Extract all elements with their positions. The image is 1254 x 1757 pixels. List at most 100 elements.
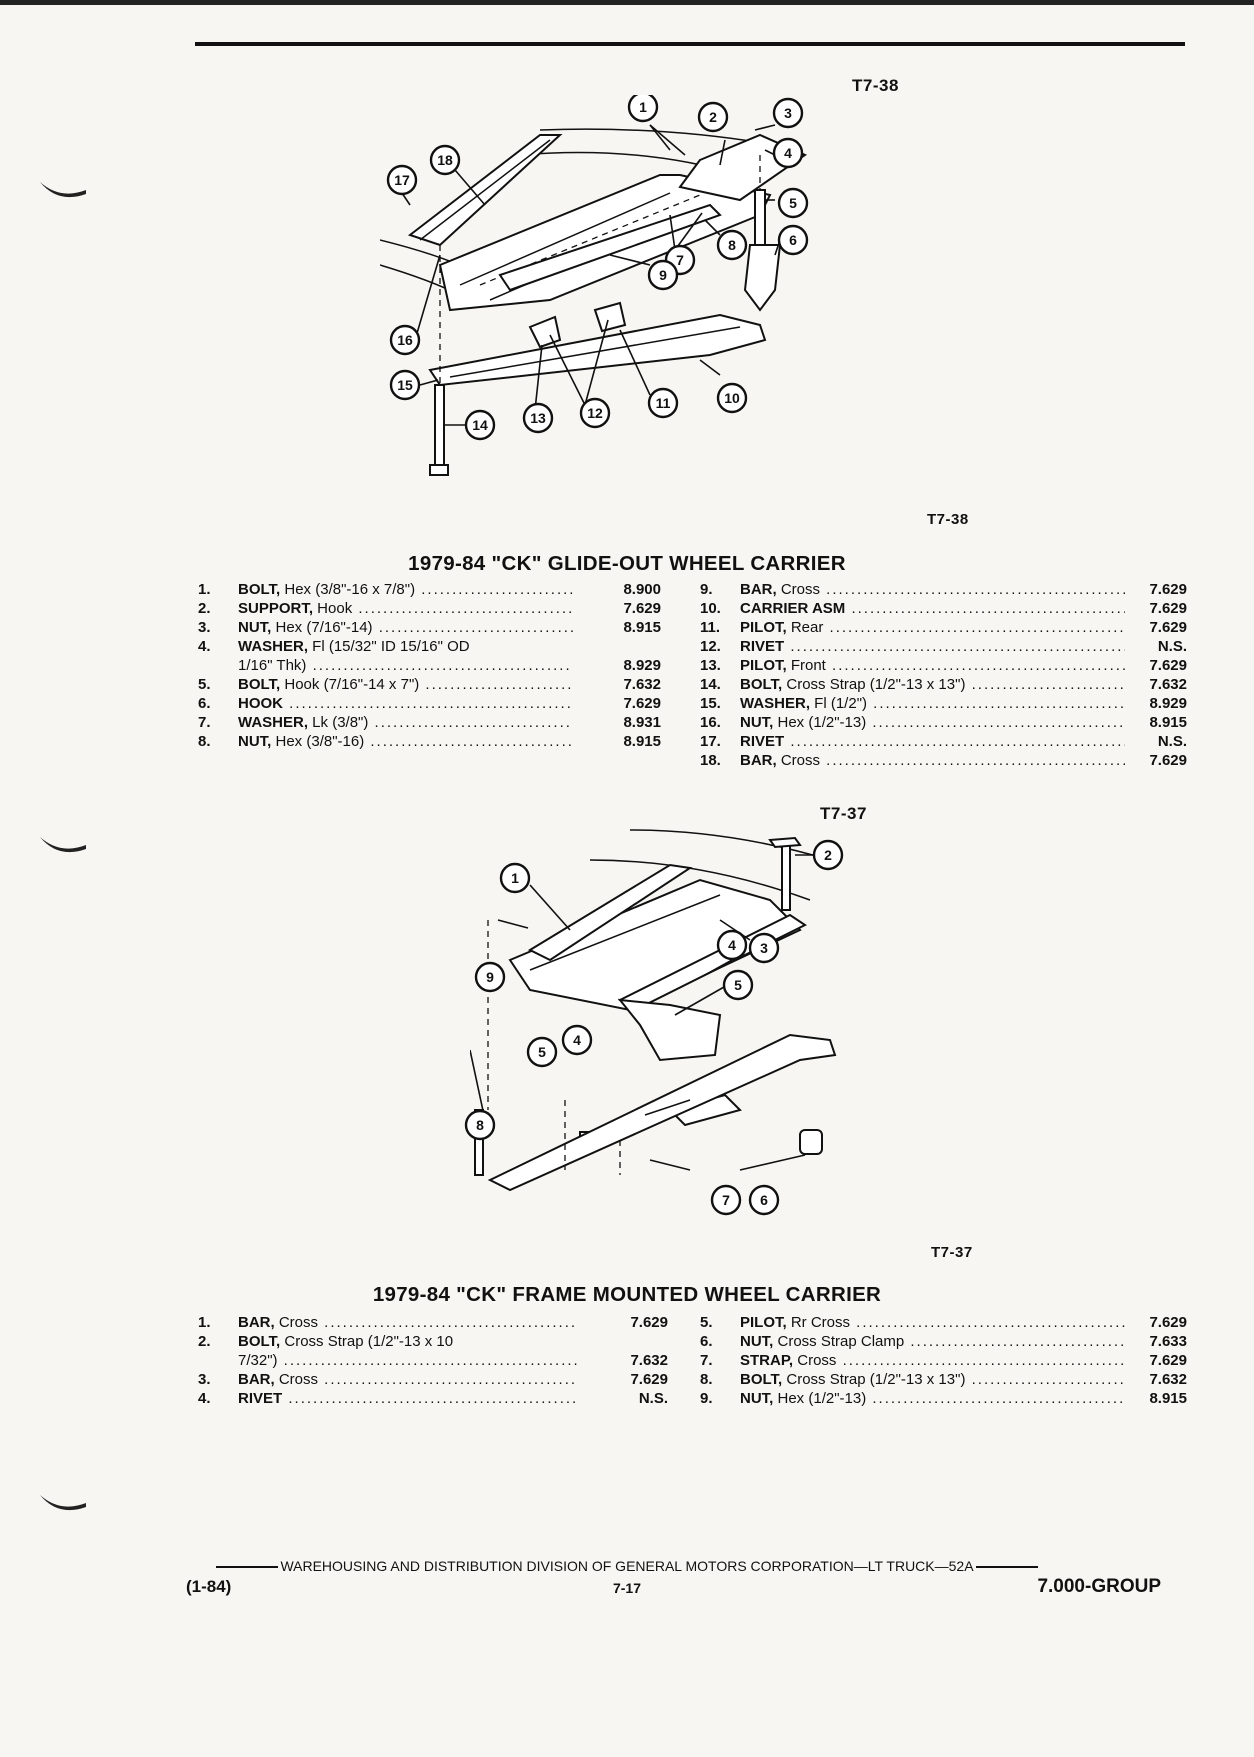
part-detail: Cross	[274, 1371, 319, 1388]
parts-list-row: 4.RIVET ................................…	[198, 1389, 668, 1408]
item-number: 16.	[700, 714, 721, 731]
part-name: BOLT,	[238, 676, 281, 693]
group-code: 7.629	[623, 600, 661, 617]
group-code: N.S.	[638, 1390, 668, 1407]
part-name: PILOT,	[740, 657, 787, 674]
parts-list-row: 6.NUT, Cross Strap Clamp ...............…	[700, 1332, 1187, 1351]
part-detail: Hex (7/16"-14)	[271, 619, 373, 636]
svg-text:6: 6	[760, 1192, 768, 1208]
part-name: NUT,	[740, 714, 774, 731]
part-detail: Rear	[786, 619, 824, 636]
item-description: BAR, Cross .............................…	[740, 581, 1125, 598]
item-description: PILOT, Rr Cross ........................…	[740, 1314, 1125, 1331]
svg-text:8: 8	[728, 237, 736, 253]
parts-list-row: 18.BAR, Cross ..........................…	[700, 751, 1187, 770]
item-number: 6.	[700, 1333, 713, 1350]
item-number: 4.	[198, 638, 211, 655]
part-detail: Rr Cross	[786, 1314, 851, 1331]
part-name: BOLT,	[238, 581, 281, 598]
svg-text:4: 4	[728, 937, 736, 953]
parts-list-row: 8. NUT, Hex (3/8"-16) ...................…	[198, 732, 661, 751]
footer-division-text: WAREHOUSING AND DISTRIBUTION DIVISION OF…	[280, 1558, 974, 1574]
item-number: 10.	[700, 600, 721, 617]
svg-text:3: 3	[760, 940, 768, 956]
part-name: NUT,	[238, 619, 272, 636]
group-code: 8.915	[1149, 714, 1187, 731]
svg-text:5: 5	[538, 1044, 546, 1060]
part-detail: Fl (15/32" ID 15/16" OD	[308, 638, 470, 655]
item-description: STRAP, Cross ...........................…	[740, 1352, 1125, 1369]
svg-text:6: 6	[789, 232, 797, 248]
group-code: 8.931	[623, 714, 661, 731]
item-number: 7.	[700, 1352, 713, 1369]
svg-text:11: 11	[656, 395, 671, 411]
parts-list-row: 16. NUT, Hex (1/2"-13) ..................…	[700, 713, 1187, 732]
item-number: 13.	[700, 657, 721, 674]
parts-list-row: 13.PILOT, Front ........................…	[700, 656, 1187, 675]
group-code: 7.632	[630, 1352, 668, 1369]
parts-list-row: 10. CARRIER ASM .........................…	[700, 599, 1187, 618]
group-code: N.S.	[1157, 638, 1187, 655]
part-detail: Fl (1/2")	[810, 695, 868, 712]
part-name: HOOK	[238, 695, 283, 712]
parts-list-row: 15.WASHER, Fl (1/2") ...................…	[700, 694, 1187, 713]
svg-text:17: 17	[394, 172, 410, 188]
part-name: PILOT,	[740, 1314, 787, 1331]
part-name: STRAP,	[740, 1352, 794, 1369]
part-name: NUT,	[238, 733, 272, 750]
item-description: NUT, Hex (3/8"-16) .....................…	[238, 733, 573, 750]
part-detail: Front	[786, 657, 826, 674]
svg-text:4: 4	[573, 1032, 581, 1048]
part-name: BOLT,	[238, 1333, 281, 1350]
callout-8: 8	[464, 1109, 496, 1141]
part-name: BAR,	[740, 752, 777, 769]
part-name: SUPPORT,	[238, 600, 314, 617]
item-number: 8.	[700, 1371, 713, 1388]
part-name: RIVET	[238, 1390, 283, 1407]
part-detail: Cross Strap (1/2"-13 x 10	[280, 1333, 454, 1350]
parts-list-right: 9. BAR, Cross ...........................…	[700, 580, 1187, 770]
item-number: 2.	[198, 1333, 211, 1350]
item-description: CARRIER ASM ............................…	[740, 600, 1125, 617]
group-code: 8.915	[623, 619, 661, 636]
item-description: BOLT, Cross Strap (1/2"-13 x 10	[238, 1332, 578, 1351]
item-description: BAR, Cross .............................…	[238, 1371, 578, 1388]
part-detail: Cross	[793, 1352, 837, 1369]
group-code: 8.929	[1149, 695, 1187, 712]
item-description: RIVET ..................................…	[740, 638, 1125, 655]
item-number: 8.	[198, 733, 211, 750]
svg-text:9: 9	[486, 969, 494, 985]
parts-list-row: 9. BAR, Cross ...........................…	[700, 580, 1187, 599]
part-name: BOLT,	[740, 676, 783, 693]
parts-list-row: 1.BAR, Cross ...........................…	[198, 1313, 668, 1332]
item-number: 9.	[700, 581, 713, 598]
item-description: BOLT, Hex (3/8"-16 x 7/8") .............…	[238, 581, 573, 598]
svg-text:8: 8	[476, 1117, 484, 1133]
item-description: WASHER, Fl (1/2") ......................…	[740, 695, 1125, 712]
item-description: SUPPORT, Hook ..........................…	[238, 600, 573, 617]
part-detail: 7/32")	[238, 1352, 278, 1369]
binder-hole-mark	[40, 1495, 86, 1511]
group-code: 7.629	[1149, 581, 1187, 598]
svg-text:16: 16	[397, 332, 413, 348]
part-detail: Hook	[313, 600, 353, 617]
item-description: 7/32") .................................…	[238, 1352, 578, 1369]
svg-text:7: 7	[676, 252, 684, 268]
svg-text:15: 15	[397, 377, 413, 393]
parts-list-row: 12.RIVET ...............................…	[700, 637, 1187, 656]
group-code: 8.915	[623, 733, 661, 750]
item-description: NUT, Hex (1/2"-13) .....................…	[740, 1390, 1125, 1407]
frame-mounted-carrier-diagram: 1 2 3 4 5 4 5 6 7	[470, 829, 844, 1216]
item-number: 1.	[198, 1314, 211, 1331]
group-code: 7.629	[630, 1314, 668, 1331]
group-code: 7.629	[623, 695, 661, 712]
part-name: BAR,	[740, 581, 777, 598]
item-description: NUT, Hex (1/2"-13) .....................…	[740, 714, 1125, 731]
part-name: CARRIER ASM	[740, 600, 846, 617]
item-number: 3.	[198, 619, 211, 636]
item-description: WASHER, Lk (3/8") ......................…	[238, 714, 573, 731]
item-description: RIVET ..................................…	[740, 733, 1125, 750]
diagram-ref-top: T7-38	[852, 76, 899, 95]
item-number: 18.	[700, 752, 721, 769]
part-detail: Cross	[776, 752, 821, 769]
